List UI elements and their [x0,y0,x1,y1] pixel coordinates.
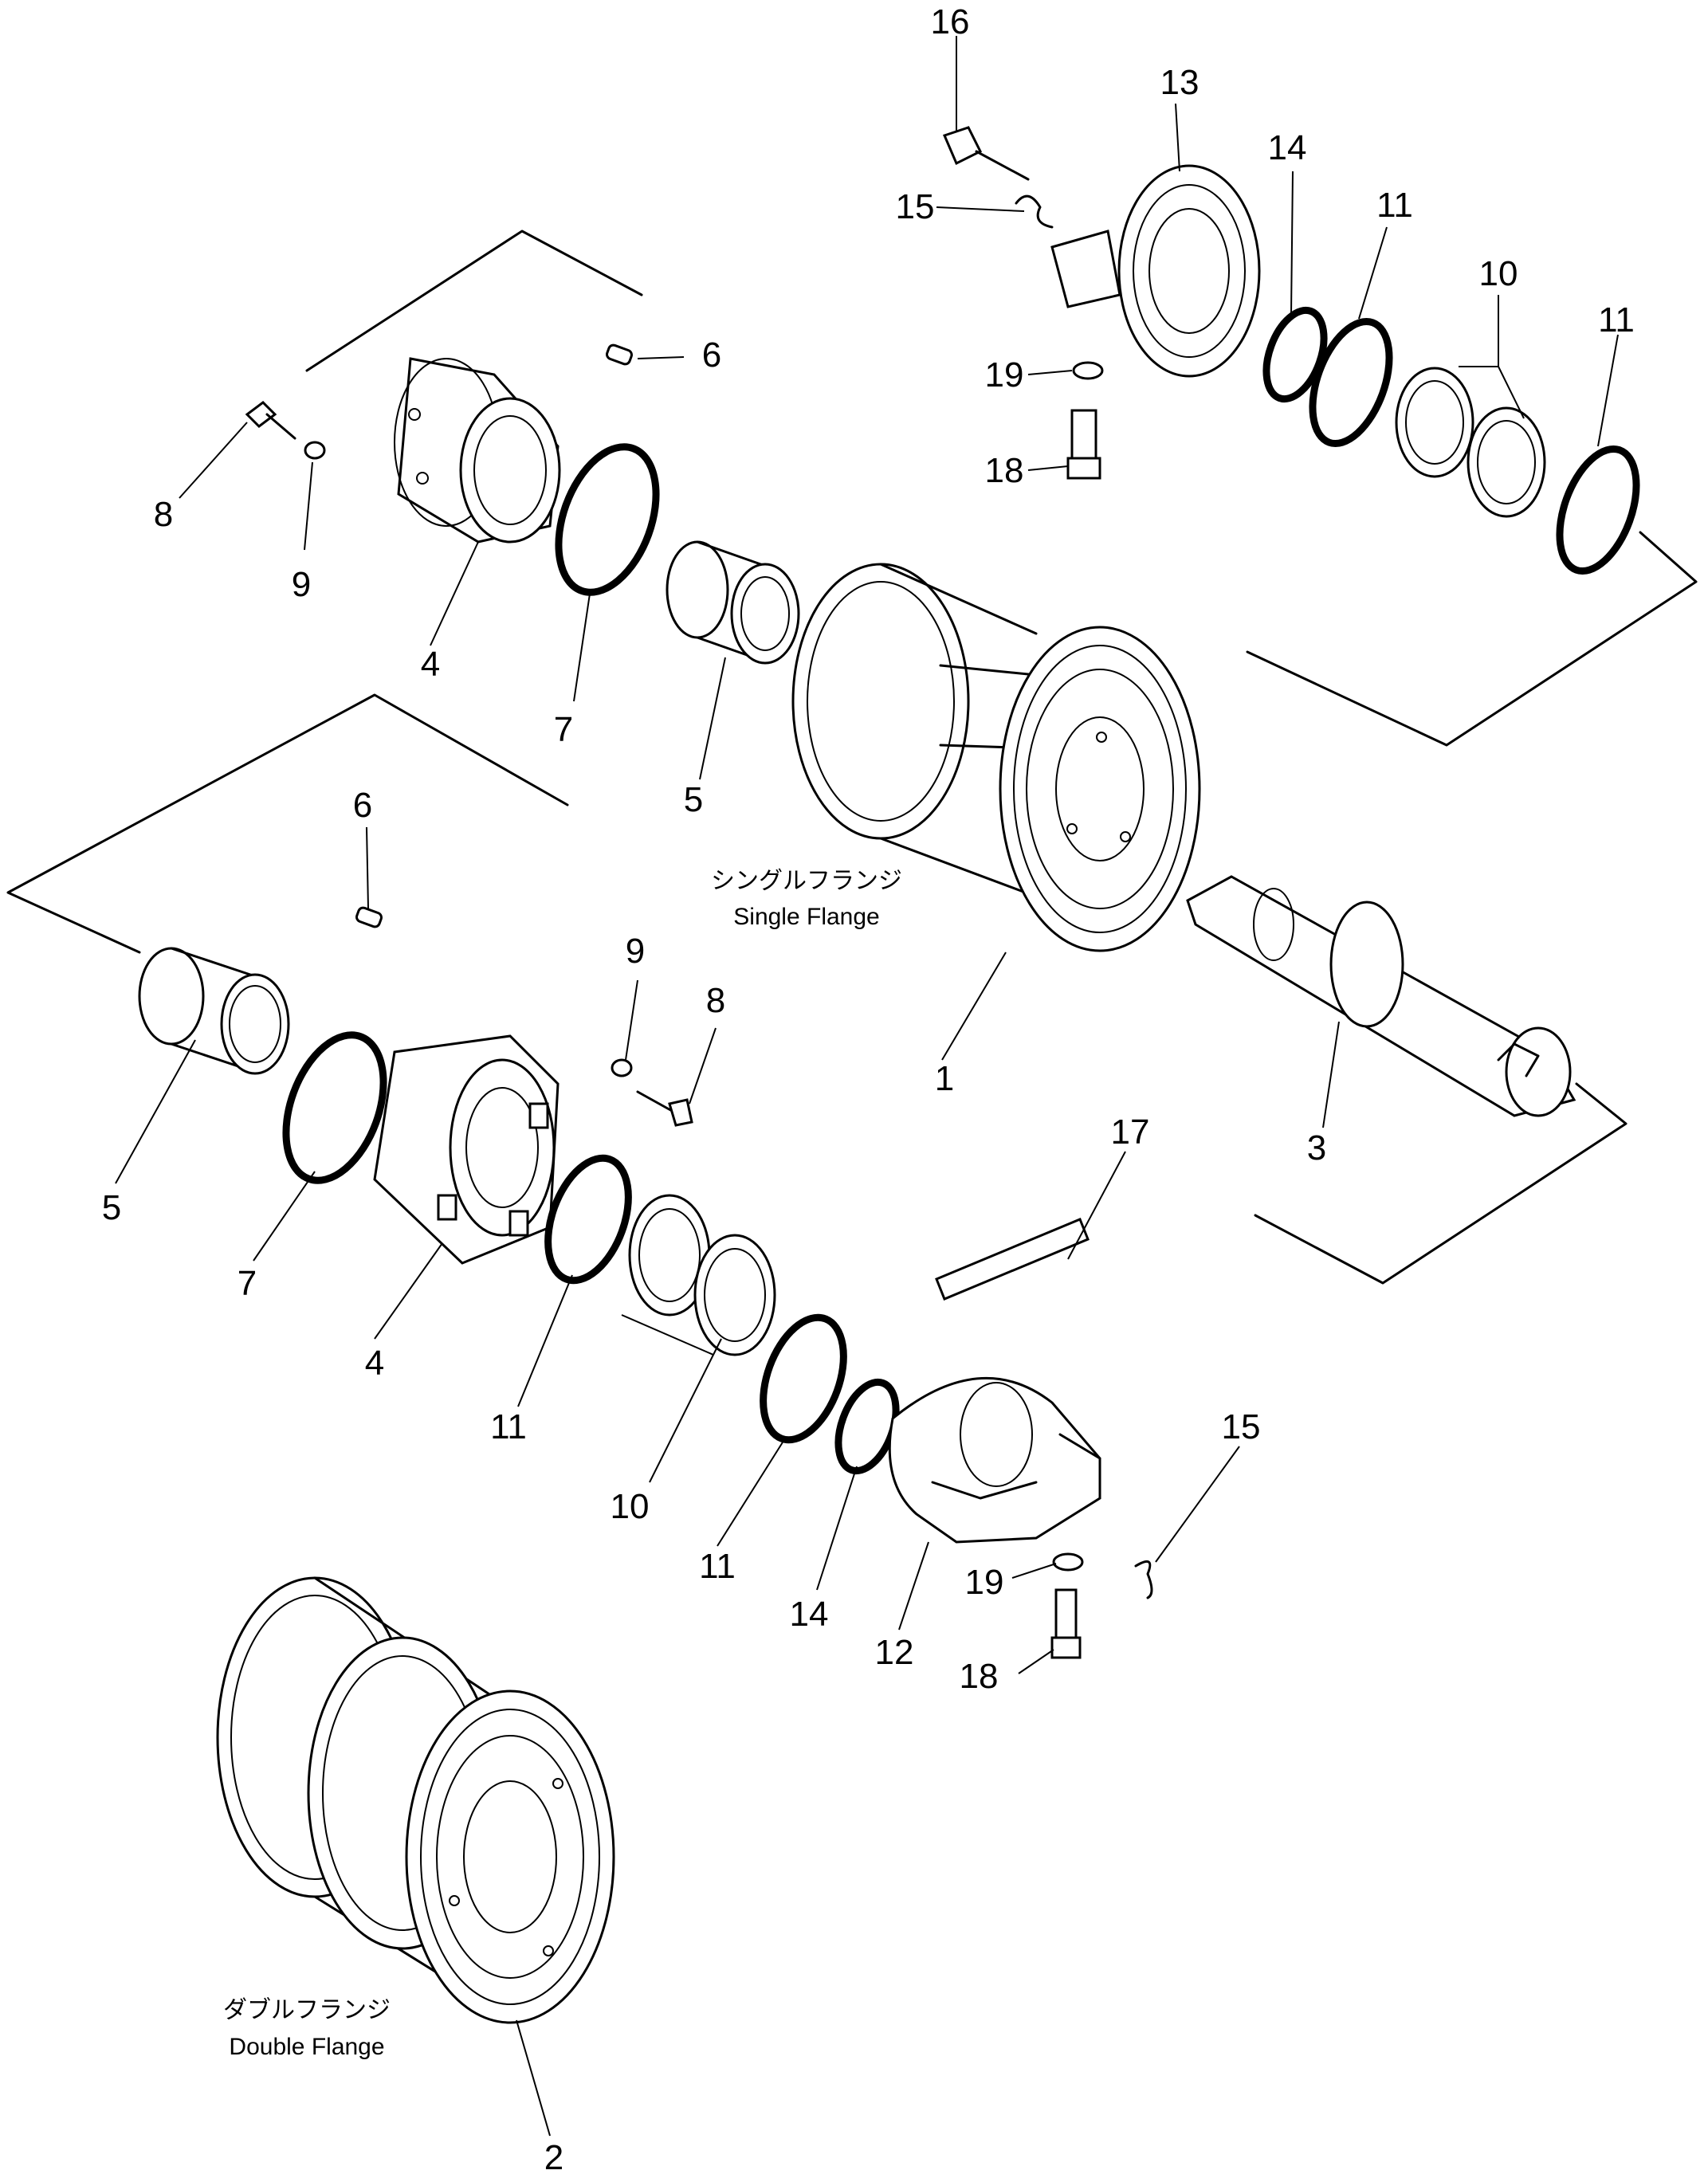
bolt-18-upper [1066,409,1101,480]
caption-double-flange-jp: ダブルフランジ [223,1997,391,2023]
callout-7-upper: 7 [554,710,573,749]
callout-14-upper: 14 [1268,128,1307,167]
floating-seal-lower [628,1194,776,1356]
callout-18-lower: 18 [960,1657,999,1696]
callout-14-lower: 14 [790,1595,829,1634]
callout-18-upper: 18 [985,451,1024,490]
caption-double-flange-en: Double Flange [229,2034,384,2060]
wire-15-lower [1134,1560,1153,1599]
hub-lower [373,1034,560,1265]
callout-9-lower: 9 [626,932,645,971]
callout-7-lower: 7 [238,1264,257,1303]
double-flange-roller [216,1576,615,2024]
callout-4-upper: 4 [421,645,440,684]
callout-16-upper: 16 [931,2,970,41]
callout-2: 2 [544,2138,563,2174]
callout-10-upper: 10 [1479,254,1518,293]
washer-19-upper [1072,361,1104,380]
washer-lower [611,1058,633,1077]
leader-lines [115,36,1619,2137]
callout-1: 1 [935,1059,954,1098]
callout-19-lower: 19 [965,1563,1004,1602]
floating-seal-upper [1395,367,1546,518]
callout-9-upper: 9 [292,565,311,604]
callout-15-lower: 15 [1222,1407,1261,1446]
collar-13 [1050,164,1261,378]
caption-single-flange-en: Single Flange [733,904,879,930]
bolt-lower [636,1090,693,1127]
callout-15-upper: 15 [896,187,935,226]
callout-8-lower: 8 [706,981,725,1020]
collar-12 [888,1376,1101,1544]
pin-lower [355,906,383,928]
washer-upper [304,441,326,460]
callout-5-upper: 5 [684,780,703,819]
callout-3: 3 [1307,1128,1326,1167]
hub-upper [394,357,561,544]
washer-19-lower [1052,1552,1084,1572]
callout-10-lower: 10 [611,1487,650,1526]
bushing-upper [666,540,800,665]
bracket-middle-left [6,693,569,954]
callout-12: 12 [875,1633,914,1672]
callout-4-lower: 4 [365,1344,384,1383]
o-ring-7-upper [555,443,660,596]
flange-captions: シングルフランジ Single Flange ダブルフランジ Double Fl… [223,868,902,2060]
bolt-18-lower [1050,1588,1082,1659]
plate-17 [935,1218,1090,1301]
bolt-upper [245,401,296,440]
o-ring-11-lower-a [544,1154,632,1285]
bracket-upper-left [305,230,643,372]
callout-17: 17 [1111,1113,1150,1152]
o-ring-11-upper-b [1556,445,1640,575]
callout-5-lower: 5 [102,1188,121,1227]
wire-15-upper [1015,194,1054,229]
callout-labels: 16 13 14 11 15 10 11 19 18 6 8 9 4 7 5 6… [102,2,1635,2177]
callout-19-upper: 19 [985,355,1024,394]
callout-11-upper-a: 11 [1376,186,1413,225]
callout-6-lower: 6 [353,786,372,825]
callout-8-upper: 8 [154,495,173,534]
bracket-upper-right [1246,531,1698,747]
shaft [1186,875,1576,1117]
pin-upper [606,343,633,366]
o-ring-11-lower-b [760,1313,847,1444]
o-ring-11-upper-a [1309,317,1393,448]
bracket-lines [6,230,1698,1285]
caption-single-flange-jp: シングルフランジ [711,868,902,894]
bracket-lower-right [1254,1082,1628,1285]
callout-6-upper: 6 [702,336,721,375]
callout-11-lower-a: 11 [490,1407,527,1446]
callout-13: 13 [1160,63,1200,102]
callout-11-lower-b: 11 [699,1547,736,1586]
plug-16 [942,126,1030,181]
bushing-lower [138,947,290,1075]
callout-11-upper-b: 11 [1598,300,1635,339]
single-flange-roller [791,563,1201,952]
